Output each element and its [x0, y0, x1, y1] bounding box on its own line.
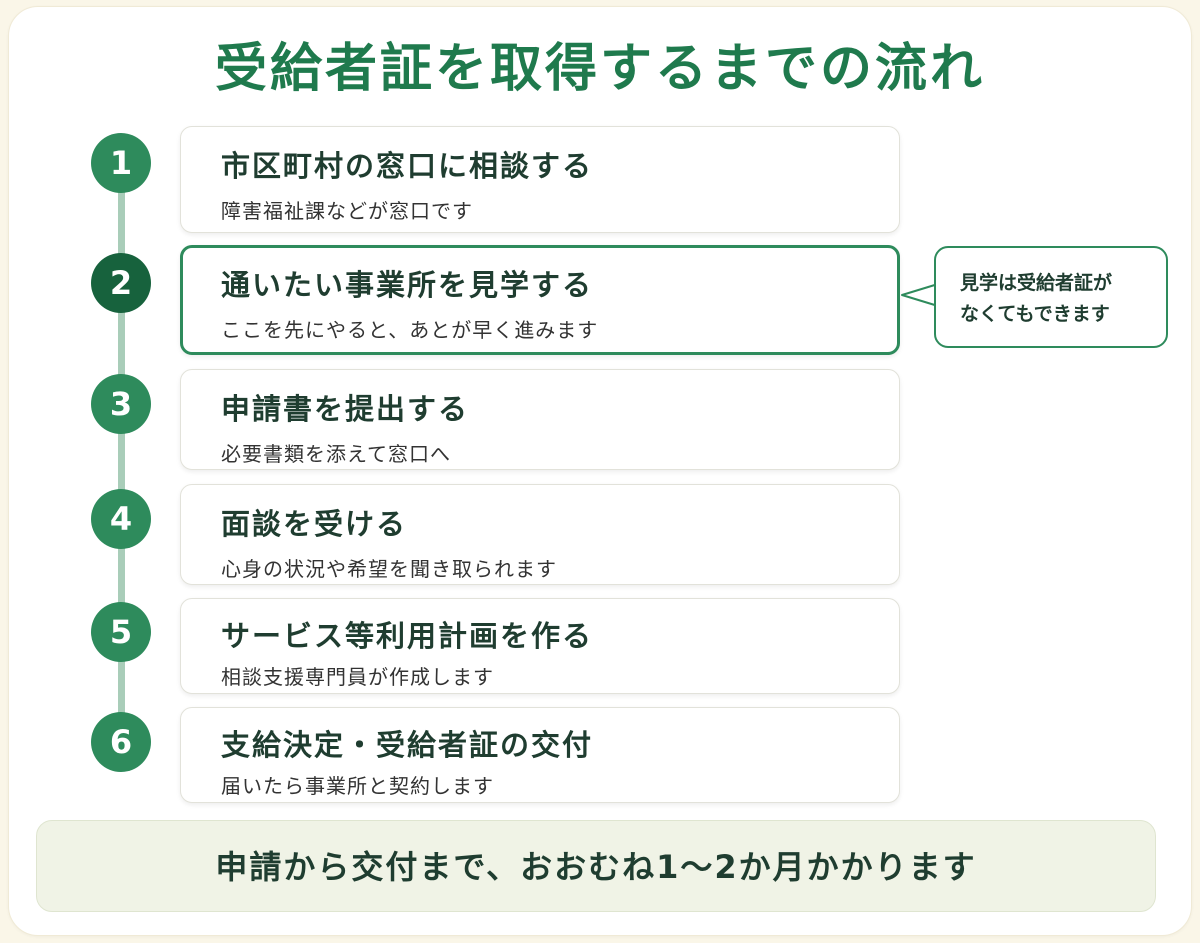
callout-line-2: なくてもできます	[960, 303, 1110, 325]
step-number-badge: 3	[91, 374, 151, 434]
step-description: 相談支援専門員が作成します	[221, 665, 494, 689]
step-number-badge: 4	[91, 489, 151, 549]
step-title: 申請書を提出する	[221, 392, 470, 426]
step-description: 必要書類を添えて窓口へ	[221, 442, 451, 466]
callout-line-1: 見学は受給者証が	[960, 272, 1113, 294]
step-number-badge: 6	[91, 712, 151, 772]
timeline-connector	[118, 163, 125, 743]
step-number-badge-active: 2	[91, 253, 151, 313]
step-card: 面談を受ける 心身の状況や希望を聞き取られます	[180, 484, 900, 585]
step-card-highlighted: 通いたい事業所を見学する ここを先にやると、あとが早く進みます	[180, 245, 900, 355]
callout-note: 見学は受給者証が なくてもできます	[934, 246, 1168, 348]
step-title: 市区町村の窓口に相談する	[221, 149, 594, 183]
step-number-badge: 5	[91, 602, 151, 662]
step-number-badge: 1	[91, 133, 151, 193]
step-description: 届いたら事業所と契約します	[221, 774, 494, 798]
step-card: 申請書を提出する 必要書類を添えて窓口へ	[180, 369, 900, 470]
step-description: 障害福祉課などが窓口です	[221, 199, 473, 223]
step-card: 市区町村の窓口に相談する 障害福祉課などが窓口です	[180, 126, 900, 233]
step-title: 支給決定・受給者証の交付	[221, 728, 594, 762]
page-title: 受給者証を取得するまでの流れ	[214, 39, 985, 99]
step-description: ここを先にやると、あとが早く進みます	[221, 318, 599, 342]
step-description: 心身の状況や希望を聞き取られます	[221, 557, 557, 581]
step-title: 面談を受ける	[221, 507, 408, 541]
step-card: 支給決定・受給者証の交付 届いたら事業所と契約します	[180, 707, 900, 803]
step-title: 通いたい事業所を見学する	[221, 268, 594, 302]
summary-banner: 申請から交付まで、おおむね1～2か月かかります	[36, 820, 1156, 912]
step-card: サービス等利用計画を作る 相談支援専門員が作成します	[180, 598, 900, 694]
step-title: サービス等利用計画を作る	[221, 619, 594, 653]
